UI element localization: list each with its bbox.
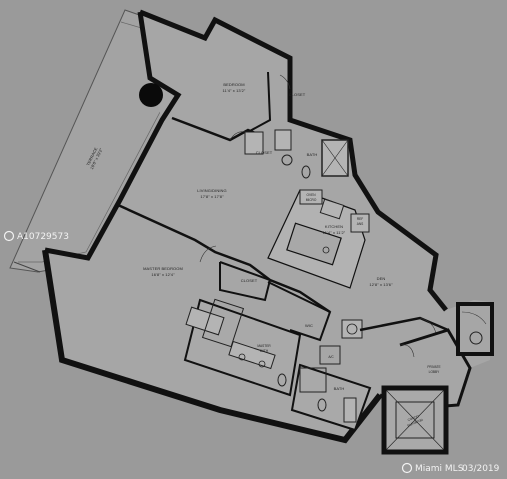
sink-icon <box>238 353 246 361</box>
laundry-unit <box>341 319 363 339</box>
master-closet-walls <box>219 261 272 302</box>
closet-hall-label: CLOSET <box>256 150 273 155</box>
bath2-vanity <box>343 397 357 423</box>
living-name: LIVING/DINING <box>197 188 227 193</box>
ac-closet <box>319 345 341 365</box>
entry-vestibule <box>456 302 494 356</box>
structural-column <box>139 83 163 107</box>
lobby-sub: LOBBY <box>429 370 441 374</box>
cooktop <box>319 198 345 220</box>
mls-watermark-left: A10729573 <box>3 230 69 242</box>
master-north-wall <box>117 203 331 314</box>
toilet-icon <box>317 398 327 412</box>
door-swing-lobby <box>399 344 415 358</box>
mls-date: 03/2019 <box>462 464 500 474</box>
door-swing-bedroom <box>229 131 247 141</box>
master-bath-sub: BATH <box>260 349 269 353</box>
mls-watermark-right: Miami MLS 03/2019 <box>401 462 500 474</box>
door-swing-closet <box>279 74 291 90</box>
sink-icon <box>258 360 266 368</box>
elevator-name: CONDO <box>407 414 420 422</box>
toilet-icon <box>301 165 311 179</box>
unit-floor <box>45 12 490 440</box>
closet-master-label: CLOSET <box>241 278 258 283</box>
bath2-shower <box>299 367 327 393</box>
mls-logo-icon <box>401 462 413 474</box>
kitchen-island <box>286 222 342 266</box>
closet-bedroom-label: CLOSET <box>289 92 306 97</box>
shower-x2 <box>321 139 349 177</box>
door-swing-master <box>199 245 217 263</box>
bedroom-closet-wall <box>247 71 272 133</box>
kitchen-name: KITCHEN <box>325 224 343 229</box>
oven-label: OVEN <box>306 193 316 197</box>
oven-micro <box>299 189 323 205</box>
bath-vanity <box>274 129 292 151</box>
mls-brand: Miami MLS <box>415 464 464 474</box>
bath2-label: BATH <box>334 386 345 391</box>
den-name: DEN <box>377 276 386 281</box>
elevator-cab <box>395 401 435 439</box>
lobby-name: PRIVATE <box>427 365 440 369</box>
master-shower <box>201 298 245 348</box>
washer-icon <box>346 323 358 335</box>
master-tub <box>185 306 225 336</box>
ac-label: A/C <box>328 355 334 359</box>
den-dims: 12'8" x 13'6" <box>369 282 393 287</box>
refrigerator <box>350 213 370 233</box>
label-elevator: CONDO ELEVATOR <box>407 414 424 428</box>
wic-label: WIC <box>305 323 313 328</box>
mls-logo-icon <box>3 230 15 242</box>
sink-icon <box>281 154 293 166</box>
living-dims: 17'8" x 17'8" <box>200 194 224 199</box>
terrace-edge <box>13 261 41 273</box>
listing-id: A10729573 <box>17 232 69 242</box>
master-name: MASTER BEDROOM <box>143 266 183 271</box>
bedroom-name: BEDROOM <box>223 82 244 87</box>
exterior-wall <box>139 9 448 312</box>
bath-fixture-tub <box>244 131 264 155</box>
wic-walls <box>267 281 332 342</box>
elevator-x2 <box>385 389 445 451</box>
kitchen-dims: 11'4" x 11'2" <box>323 230 346 235</box>
door-swing-den <box>419 317 437 335</box>
bath-label: BATH <box>307 152 318 157</box>
master-dims: 16'8" x 12'4" <box>151 272 175 277</box>
micro-label: MICRO <box>306 198 317 202</box>
sink-icon <box>322 246 330 254</box>
ref-label: REF <box>357 217 363 221</box>
toilet-icon <box>277 373 287 387</box>
master-bath-name: MASTER <box>257 344 271 348</box>
entry-fixture <box>469 331 483 345</box>
ref-sub-label: ANS <box>357 222 364 226</box>
exterior-wall-west <box>44 11 182 261</box>
bedroom-dims: 11'4" x 13'2" <box>223 88 246 93</box>
elevator-sub: ELEVATOR <box>407 418 424 428</box>
door-swing-entry <box>461 311 487 325</box>
